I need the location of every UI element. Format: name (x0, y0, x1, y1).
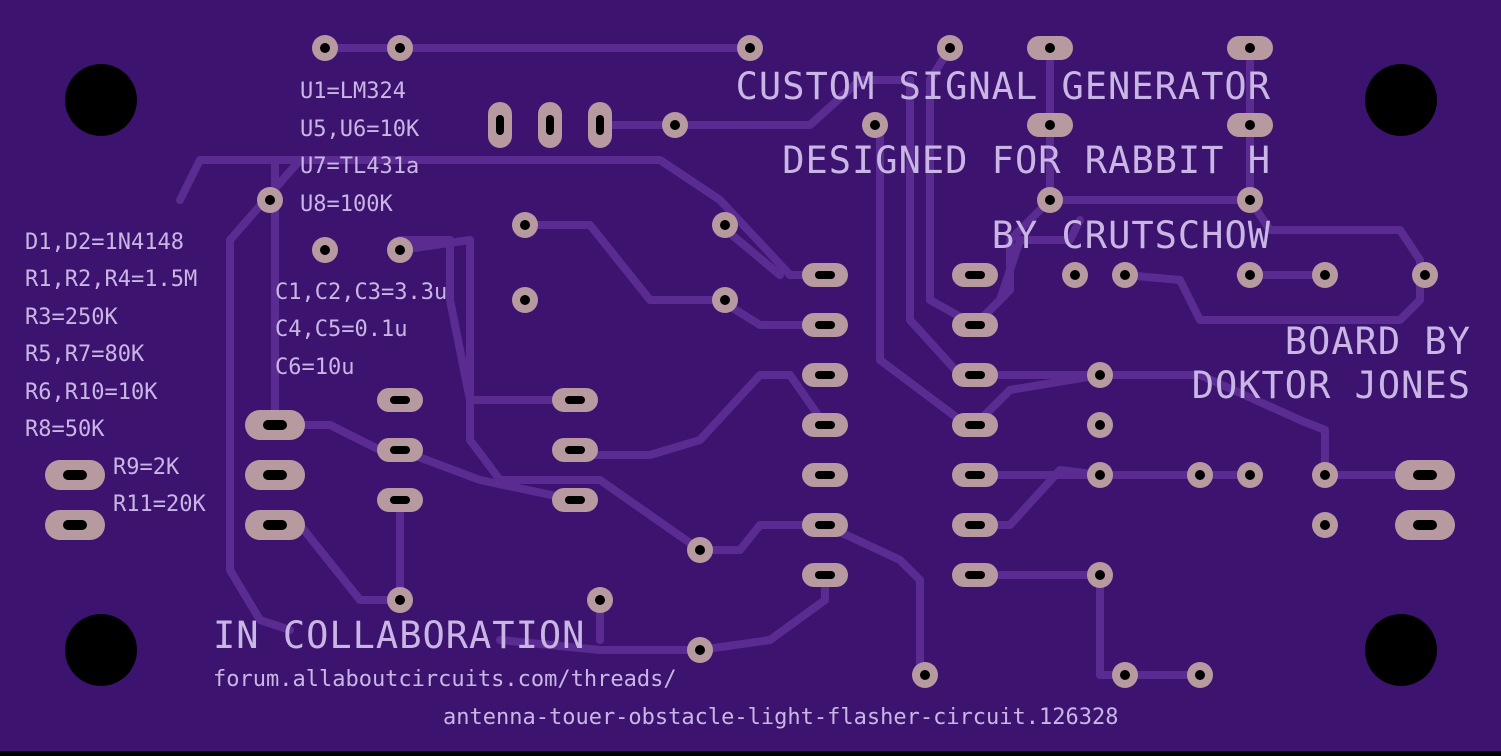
part-label-r11: R11=20K (113, 492, 206, 517)
mounting-holes (65, 64, 1437, 686)
part-label-u7: U7=TL431a (300, 154, 419, 179)
round-pads (257, 35, 1438, 688)
copper-traces (176, 44, 1429, 679)
part-label-r6-r10: R6,R10=10K (25, 380, 158, 405)
mount-hole-top-right (1365, 64, 1437, 136)
oblong-pads (45, 36, 1455, 587)
part-label-u5-u6: U5,U6=10K (300, 117, 420, 142)
part-label-c4-c5: C4,C5=0.1u (275, 317, 407, 342)
part-label-r1-r2-r4: R1,R2,R4=1.5M (25, 267, 197, 292)
part-label-r9: R9=2K (113, 455, 180, 480)
collab-url-line1: forum.allaboutcircuits.com/threads/ (213, 667, 677, 692)
mount-hole-top-left (65, 64, 137, 136)
part-label-r8: R8=50K (25, 417, 105, 442)
credit-line1: BOARD BY (1285, 320, 1471, 363)
mount-hole-bottom-right (1365, 614, 1437, 686)
part-label-u8: U8=100K (300, 192, 393, 217)
part-label-u1: U1=LM324 (300, 79, 406, 104)
collab-url-line2: antenna-touer-obstacle-light-flasher-cir… (443, 705, 1119, 730)
headline-line2: DESIGNED FOR RABBIT H (782, 139, 1271, 182)
credit-line2: DOKTOR JONES (1192, 364, 1471, 407)
collab-title: IN COLLABORATION (213, 614, 585, 657)
headline-line1: CUSTOM SIGNAL GENERATOR (736, 65, 1271, 108)
part-label-c6: C6=10u (275, 355, 354, 380)
part-label-c1-c2-c3: C1,C2,C3=3.3u (275, 280, 447, 305)
mount-hole-bottom-left (65, 614, 137, 686)
headline-line3: BY CRUTSCHOW (992, 214, 1271, 257)
part-label-d1-d2: D1,D2=1N4148 (25, 230, 184, 255)
part-label-r3: R3=250K (25, 305, 118, 330)
part-label-r5-r7: R5,R7=80K (25, 342, 145, 367)
